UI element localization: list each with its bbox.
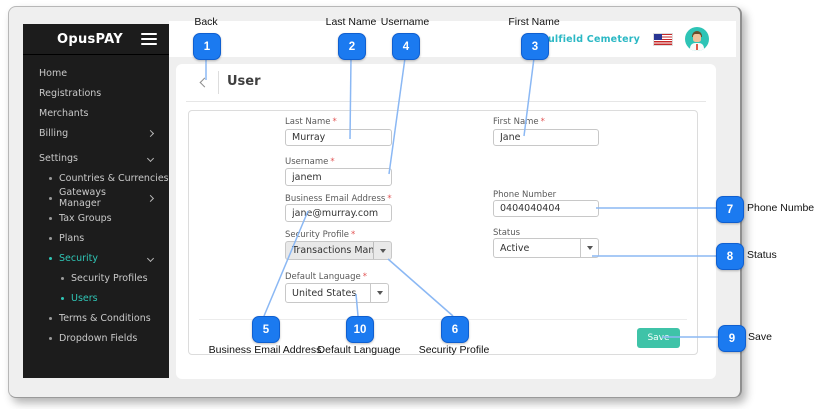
security-profile-select[interactable]: Transactions Manager — [285, 241, 392, 260]
brand-logo: OpusPAY — [57, 31, 124, 47]
callout-label-last-name: Last Name — [325, 16, 377, 28]
app-window: OpusPAY Home Registrations Merchants Bil… — [8, 6, 742, 398]
sidebar-item-plans[interactable]: Plans — [23, 228, 169, 248]
callout-badge-default-language: 10 — [346, 316, 374, 343]
callout-badge-security-profile: 6 — [441, 316, 469, 343]
topbar: Caulfield Cemetery — [169, 21, 736, 57]
dropdown-arrow-icon — [370, 284, 388, 302]
sidebar-item-terms-conditions[interactable]: Terms & Conditions — [23, 308, 169, 328]
sidebar-item-settings[interactable]: Settings — [23, 148, 169, 168]
sidebar-item-merchants[interactable]: Merchants — [39, 107, 89, 119]
default-language-select[interactable]: United States — [285, 283, 389, 303]
chevron-down-icon — [146, 154, 155, 162]
sidebar-item-billing[interactable]: Billing — [23, 123, 169, 143]
bullet-icon — [49, 176, 52, 180]
chevron-right-icon — [146, 129, 155, 137]
first-name-input[interactable] — [493, 129, 599, 146]
chevron-right-icon — [147, 194, 155, 202]
callout-badge-first-name: 3 — [521, 33, 549, 60]
bullet-icon — [49, 316, 52, 320]
sidebar-item-users[interactable]: Users — [23, 288, 169, 308]
status-label: Status — [493, 228, 521, 238]
business-email-label: Business Email Address* — [285, 194, 392, 204]
bullet-icon — [49, 256, 52, 260]
callout-label-default-language: Default Language — [317, 344, 401, 356]
bullet-icon — [61, 276, 64, 280]
last-name-label: Last Name* — [285, 117, 337, 127]
hamburger-menu-icon[interactable] — [141, 33, 157, 45]
callout-label-business-email: Business Email Address — [208, 344, 322, 356]
callout-badge-username: 4 — [392, 33, 420, 60]
bullet-icon — [61, 296, 64, 300]
callout-label-phone-number: Phone Number — [747, 202, 814, 214]
username-label: Username* — [285, 157, 335, 167]
sidebar-item-gateways-manager[interactable]: Gateways Manager — [23, 187, 169, 209]
sidebar-item-home[interactable]: Home — [39, 67, 68, 79]
business-email-input[interactable] — [285, 204, 392, 222]
bullet-icon — [49, 336, 52, 340]
save-button[interactable]: Save — [637, 328, 680, 348]
callout-label-first-name: First Name — [508, 16, 560, 28]
last-name-input[interactable] — [285, 129, 392, 146]
chevron-down-icon — [146, 254, 155, 262]
callout-badge-back: 1 — [193, 33, 221, 60]
sidebar-item-countries-currencies[interactable]: Countries & Currencies — [23, 168, 169, 188]
security-profile-label: Security Profile* — [285, 230, 356, 240]
callout-label-username: Username — [380, 16, 430, 28]
callout-label-back: Back — [194, 16, 218, 28]
phone-number-input[interactable] — [493, 200, 599, 217]
sidebar-header: OpusPAY — [23, 24, 169, 55]
sidebar-item-tax-groups[interactable]: Tax Groups — [23, 208, 169, 228]
bullet-icon — [49, 196, 52, 200]
us-flag-icon[interactable] — [653, 32, 673, 46]
status-select[interactable]: Active — [493, 238, 599, 258]
sidebar-items: Home Registrations Merchants Billing Set… — [23, 55, 169, 348]
chevron-left-icon — [199, 77, 210, 88]
callout-badge-last-name: 2 — [338, 33, 366, 60]
sidebar-item-dropdown-fields[interactable]: Dropdown Fields — [23, 328, 169, 348]
callout-badge-business-email: 5 — [252, 316, 280, 343]
sidebar: OpusPAY Home Registrations Merchants Bil… — [23, 24, 169, 378]
dropdown-arrow-icon — [373, 242, 391, 259]
back-button[interactable] — [196, 75, 212, 91]
header-rule — [186, 101, 706, 102]
first-name-label: First Name* — [493, 117, 545, 127]
callout-label-save: Save — [748, 331, 772, 343]
sidebar-item-security-profiles[interactable]: Security Profiles — [23, 268, 169, 288]
callout-badge-status: 8 — [716, 243, 744, 270]
account-name: Caulfield Cemetery — [534, 33, 640, 45]
username-input[interactable] — [285, 168, 392, 186]
bullet-icon — [49, 216, 52, 220]
title-divider — [218, 71, 219, 94]
sidebar-item-registrations[interactable]: Registrations — [39, 87, 102, 99]
default-language-label: Default Language* — [285, 272, 367, 282]
dropdown-arrow-icon — [580, 239, 598, 257]
bullet-icon — [49, 236, 52, 240]
user-avatar[interactable] — [685, 27, 709, 51]
page-title: User — [227, 74, 261, 89]
callout-badge-save: 9 — [718, 325, 746, 352]
callout-label-security-profile: Security Profile — [418, 344, 490, 356]
phone-number-label: Phone Number — [493, 190, 557, 200]
callout-label-status: Status — [747, 249, 777, 261]
callout-badge-phone-number: 7 — [716, 196, 744, 223]
sidebar-item-security[interactable]: Security — [23, 248, 169, 268]
